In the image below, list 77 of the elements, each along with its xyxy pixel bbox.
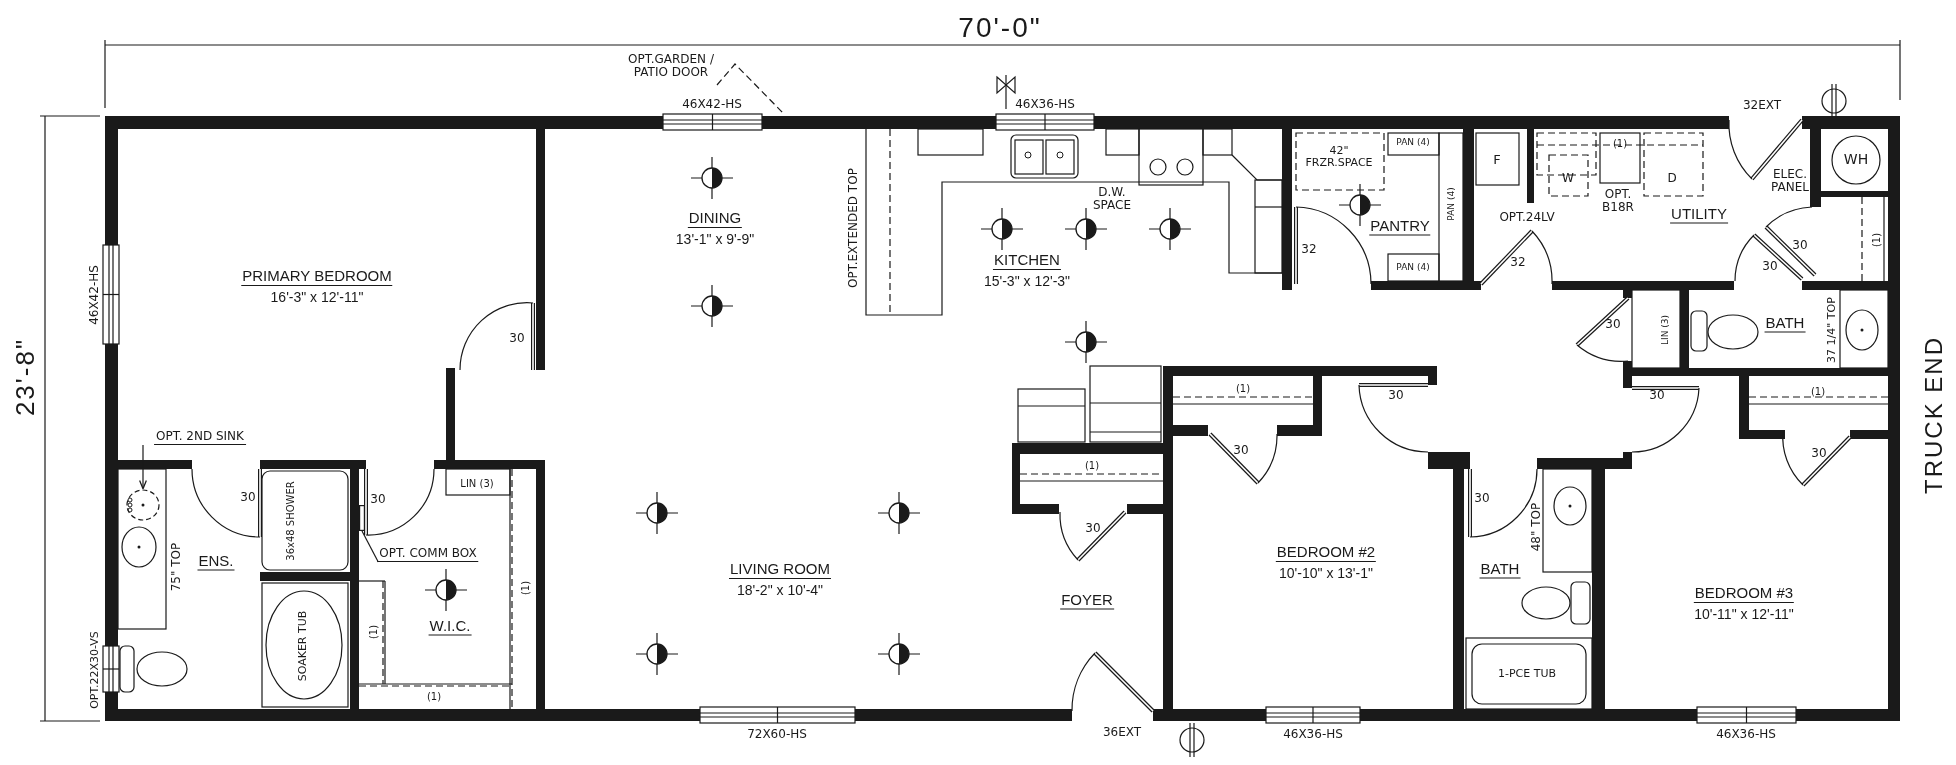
door-size-label: 30 [1233, 444, 1249, 458]
shelf-label: (1) [1084, 459, 1100, 471]
fixture-label: 37 1/4" TOP [1825, 297, 1839, 363]
door-size-label: 30 [1811, 447, 1827, 461]
dimension-label: 70'-0" [958, 12, 1042, 44]
shelf-label: (1) [1810, 385, 1826, 397]
fixture-label: PAN (4) [1396, 138, 1430, 148]
fixture-label: 1-PCE TUB [1498, 667, 1556, 681]
room-dimensions: 16'-3" x 12'-11" [270, 289, 364, 305]
fixture-label: PAN (4) [1447, 187, 1457, 221]
fixture-label: W [1562, 172, 1574, 186]
shelf-label: (1) [1235, 382, 1251, 394]
callout-text: OPT. COMM BOX [377, 546, 479, 562]
note-label: OPT.EXTENDED TOP [847, 168, 861, 288]
note-label: OPT.GARDEN / PATIO DOOR [627, 52, 715, 80]
shelf-label: (1) [519, 580, 531, 596]
room-name: UTILITY [1670, 204, 1728, 224]
window-label: 46X36-HS [1283, 728, 1343, 742]
dimension-label: 23'-8" [10, 337, 40, 417]
fixture-label: PAN (4) [1396, 263, 1430, 273]
door-size-label: 30 [1474, 492, 1490, 506]
window-label: 46X36-HS [1015, 98, 1075, 112]
room-name: BEDROOM #3 [1693, 584, 1795, 603]
door-size-label: 30 [1649, 389, 1665, 403]
door-size-label: 30 [509, 332, 525, 346]
room-name: BEDROOM #2 [1275, 543, 1377, 562]
room-dimensions: 10'-11" x 12'-11" [1694, 606, 1794, 622]
door-size-label: 30 [240, 491, 256, 505]
room-dimensions: 13'-1" x 9'-9" [675, 231, 755, 247]
window-label: 46X42-HS [88, 265, 102, 325]
orientation-label: TRUCK END [1920, 336, 1948, 494]
door-size-label: 30 [1085, 522, 1101, 536]
room-name: LIVING ROOM [729, 560, 831, 579]
door-size-label: 32EXT [1742, 99, 1782, 113]
room-name: KITCHEN [993, 251, 1061, 270]
room-name: BATH [1479, 559, 1521, 579]
fixture-label: 42" FRZR.SPACE [1304, 144, 1374, 170]
door-size-label: 30 [370, 493, 386, 507]
fixture-label: LIN (3) [460, 477, 494, 489]
fixture-label: ELEC. PANEL [1770, 167, 1810, 195]
door-size-label: 30 [1388, 389, 1404, 403]
fixture-label: D [1667, 172, 1677, 186]
door-size-label: 32 [1301, 243, 1317, 257]
fixture-label: OPT. B18R [1601, 187, 1635, 215]
fixture-label: SOAKER TUB [296, 610, 310, 682]
door-size-label: 32 [1510, 256, 1526, 270]
room-name: PRIMARY BEDROOM [241, 267, 393, 286]
window-label: 46X36-HS [1716, 728, 1776, 742]
window-label: 72X60-HS [747, 728, 807, 742]
window-label: 46X42-HS [682, 98, 742, 112]
fixture-label: WH [1843, 152, 1869, 168]
door-size-label: 30 [1762, 260, 1778, 274]
fixture-label: 48" TOP [1530, 502, 1544, 552]
fixture-label: F [1493, 152, 1501, 168]
fixture-label: 75" TOP [170, 542, 184, 592]
door-size-label: 30 [1792, 239, 1808, 253]
fixture-label: OPT.24LV [1499, 211, 1555, 225]
room-name: DINING [687, 209, 743, 228]
door-size-label: 36EXT [1102, 726, 1142, 740]
fixture-label: D.W. SPACE [1091, 185, 1132, 213]
room-name: PANTRY [1369, 216, 1431, 236]
shelf-label: (1) [1870, 232, 1882, 248]
room-name: W.I.C. [428, 616, 472, 636]
room-name: ENS. [197, 551, 235, 571]
shelf-label: (1) [1612, 137, 1628, 149]
window-label: OPT.22X30-VS [88, 631, 102, 709]
callout-text: OPT. 2ND SINK [154, 429, 246, 445]
shelf-label: (1) [426, 690, 442, 702]
door-size-label: 30 [1605, 318, 1621, 332]
room-name: BATH [1764, 313, 1806, 333]
room-name: FOYER [1060, 590, 1114, 610]
fixture-label: 36x48 SHOWER [284, 481, 296, 561]
fixture-label: LIN (3) [1661, 315, 1671, 345]
room-dimensions: 10'-10" x 13'-1" [1279, 565, 1373, 581]
room-dimensions: 15'-3" x 12'-3" [983, 273, 1071, 289]
room-dimensions: 18'-2" x 10'-4" [736, 582, 824, 598]
shelf-label: (1) [367, 624, 379, 640]
